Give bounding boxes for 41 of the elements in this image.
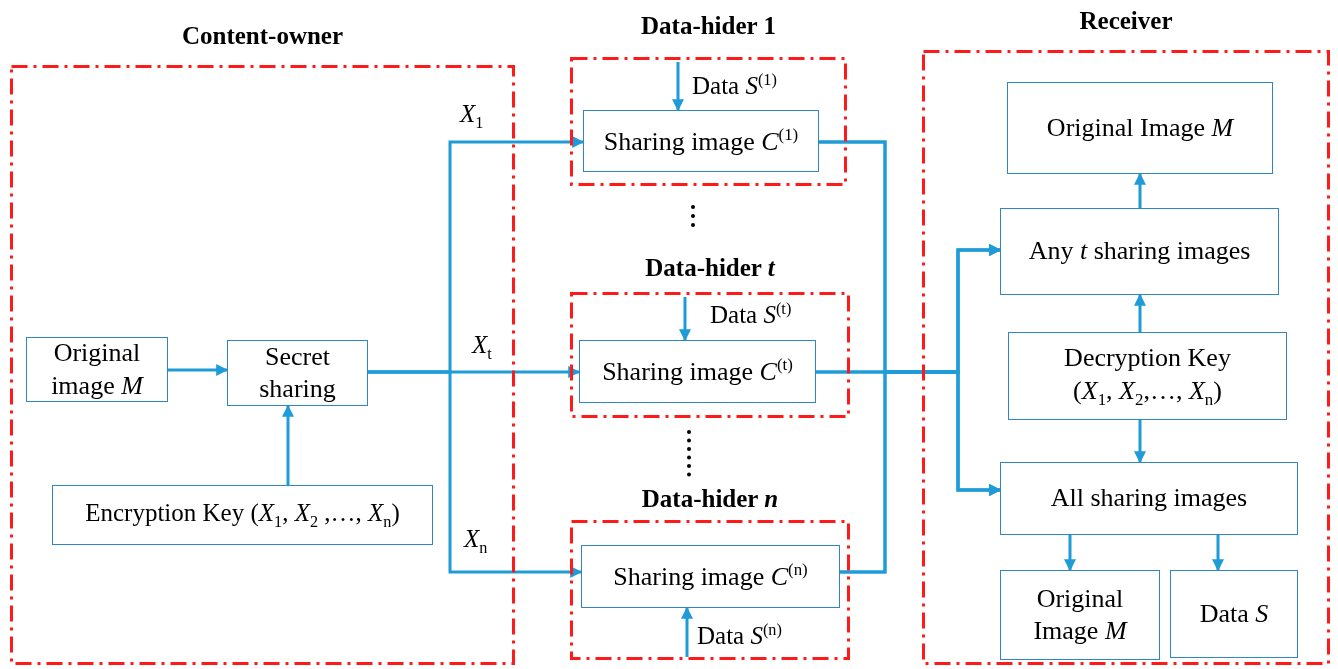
box-label: All sharing images [1050, 482, 1248, 515]
process-box [581, 545, 840, 608]
box-label: Encryption Key (X$_{1}$, X$_{2}$ ,…, X$_{n}$) [85, 498, 400, 533]
process-box [579, 340, 816, 403]
process-box [1170, 570, 1298, 658]
group-heading: Data-hider 1 [641, 12, 776, 39]
group-heading: Receiver [1079, 7, 1173, 34]
box-label: Original image M [50, 337, 145, 402]
arrow [368, 370, 583, 578]
process-box [1000, 208, 1279, 295]
arrow [1134, 172, 1146, 208]
arrow [282, 404, 294, 485]
box-label: Any t sharing images [1028, 235, 1251, 268]
box-label: Secret sharing [258, 340, 337, 405]
process-box [1000, 462, 1298, 535]
box-label: Data S [1199, 597, 1269, 630]
arrow [1212, 535, 1224, 572]
arrow [1134, 420, 1146, 464]
box-label: Sharing image C$^{(t)}$ [602, 354, 793, 389]
arrow [681, 606, 693, 657]
arrow [1134, 293, 1146, 332]
process-box [583, 110, 819, 172]
arrow [679, 297, 691, 342]
group-heading: Data-hider n [641, 485, 779, 512]
box-label: Decryption Key (X$_{1}$, X$_{2}$,…, X$_{n}$) [1063, 342, 1232, 410]
group-heading: Data-hider t [645, 254, 775, 281]
arrow [672, 62, 684, 112]
process-box [26, 337, 168, 402]
process-box [1007, 82, 1273, 174]
process-box [1000, 570, 1160, 660]
arrow [840, 370, 1002, 574]
box-label: Sharing image C$^{(1)}$ [603, 123, 799, 158]
box-label: Sharing image C$^{(n)}$ [613, 559, 808, 594]
process-box [1008, 332, 1287, 420]
box-label: Original Image M [1032, 582, 1129, 647]
arrow [1064, 535, 1076, 572]
arrow [168, 364, 229, 376]
group-heading: Content-owner [181, 22, 344, 49]
process-box [227, 340, 368, 406]
process-box [52, 485, 433, 545]
box-label: Original Image M [1046, 111, 1234, 144]
